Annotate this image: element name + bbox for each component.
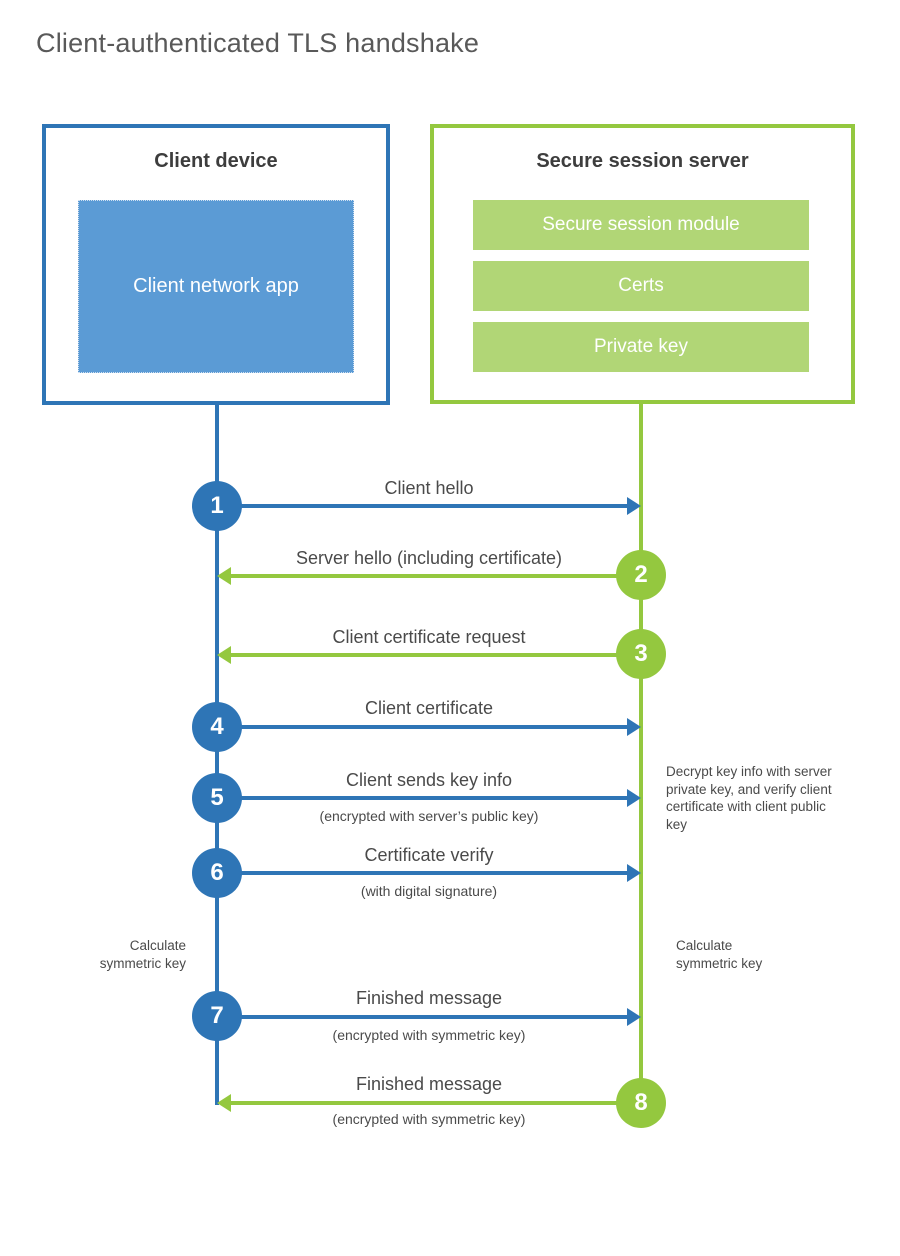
arrowhead-left-icon [217,1094,231,1112]
arrow-right [217,725,629,729]
arrow-left [229,653,641,657]
message-label: Certificate verify [364,845,494,865]
message-sublabel: (with digital signature) [360,883,498,899]
message-label: Client sends key info [345,770,513,790]
message-label: Client certificate [364,698,494,718]
page-title: Client-authenticated TLS handshake [36,28,480,58]
step-circle-8: 8 [616,1078,666,1128]
step-number: 5 [210,784,224,811]
arrowhead-left-icon [217,646,231,664]
message-label: Finished message [355,1074,503,1094]
calculate-symmetric-key-client: Calculate symmetric key [99,938,186,971]
step-circle-2: 2 [616,550,666,600]
step-circle-5: 5 [192,773,242,823]
client-lifeline [215,403,219,1105]
step-circle-1: 1 [192,481,242,531]
arrow-right [217,796,629,800]
step-number: 8 [634,1089,648,1116]
arrowhead-right-icon [627,1008,641,1026]
calculate-symmetric-key-server: Calculate symmetric key [676,938,763,971]
message-sublabel: (encrypted with symmetric key) [332,1111,526,1127]
step-number: 6 [210,859,224,886]
client-network-app-box: Client network app [78,200,354,373]
arrowhead-right-icon [627,789,641,807]
client-network-app-label: Client network app [133,275,299,297]
server-lifeline [639,402,643,1103]
arrow-right [217,871,629,875]
step-circle-6: 6 [192,848,242,898]
step-circle-7: 7 [192,991,242,1041]
server-module-certs: Certs [473,261,809,311]
message-label: Finished message [355,988,503,1008]
step-number: 1 [210,492,224,519]
client-panel-title: Client device [154,150,278,172]
message-sublabel: (encrypted with server’s public key) [319,808,539,824]
step-number: 7 [210,1002,224,1029]
decrypt-note: Decrypt key info with server private key… [666,764,832,832]
server-module-private-key: Private key [473,322,809,372]
server-panel-title: Secure session server [536,150,749,172]
step-circle-4: 4 [192,702,242,752]
arrow-right [217,504,629,508]
message-label: Client certificate request [332,627,526,647]
message-label: Server hello (including certificate) [295,548,563,568]
server-module-secure-session: Secure session module [473,200,809,250]
step-number: 4 [210,713,224,740]
arrow-left [229,574,641,578]
arrow-right [217,1015,629,1019]
message-label: Client hello [384,478,474,498]
arrowhead-right-icon [627,718,641,736]
message-sublabel: (encrypted with symmetric key) [332,1027,526,1043]
step-number: 3 [634,640,648,667]
arrowhead-left-icon [217,567,231,585]
step-number: 2 [634,561,648,588]
step-circle-3: 3 [616,629,666,679]
arrowhead-right-icon [627,497,641,515]
arrowhead-right-icon [627,864,641,882]
arrow-left [229,1101,641,1105]
